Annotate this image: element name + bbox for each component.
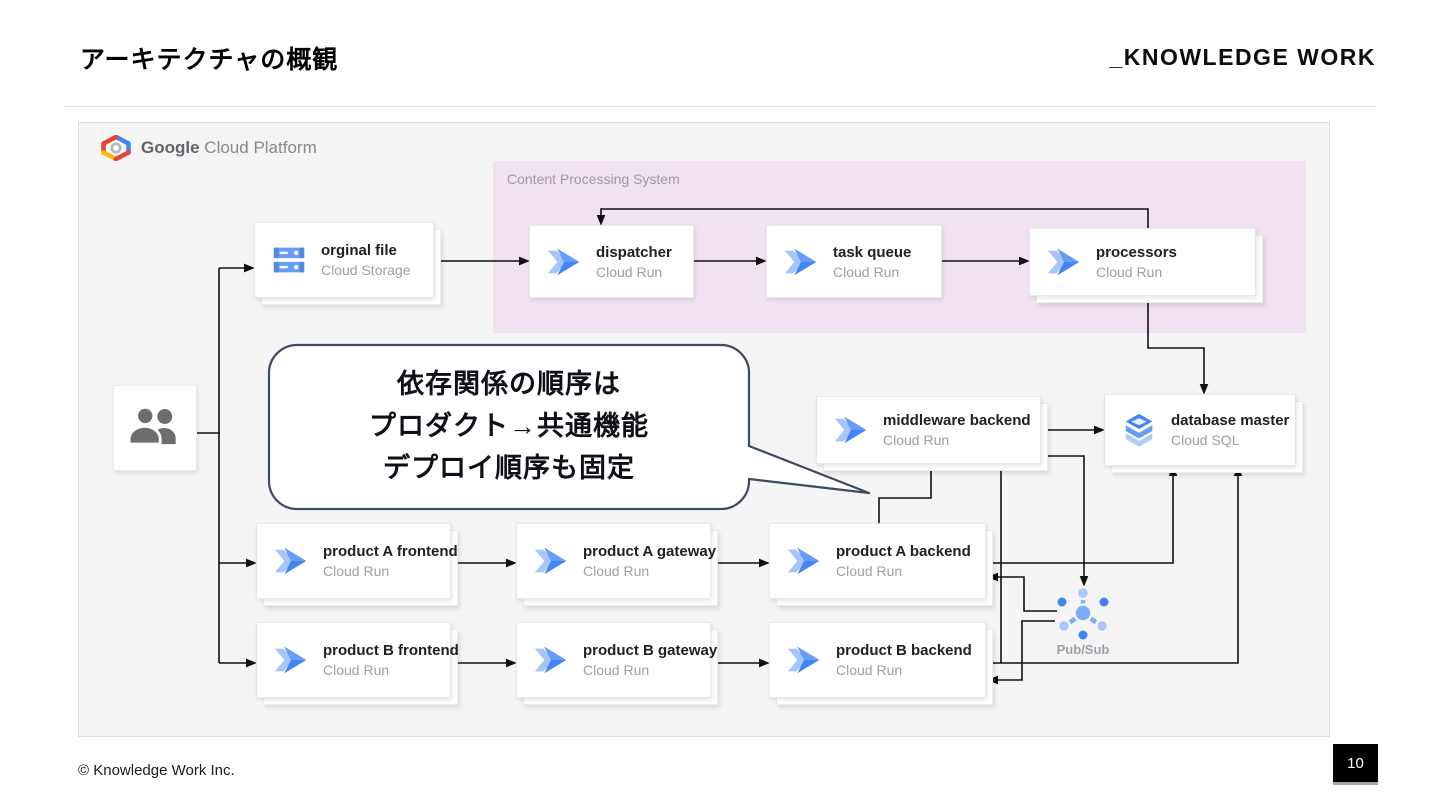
page-title: アーキテクチャの概観 <box>80 46 339 74</box>
node-product-a-backend: product A backend Cloud Run <box>769 523 993 606</box>
node-processors: processors Cloud Run <box>1029 228 1263 303</box>
node-subtitle: Cloud Run <box>833 263 900 280</box>
node-title: product A frontend <box>323 543 458 560</box>
node-pubsub: Pub/Sub <box>1051 585 1115 657</box>
knowledge-work-logo: _KNOWLEDGE WORK <box>1109 44 1376 70</box>
page-number-badge: 10 <box>1333 744 1378 785</box>
pubsub-label: Pub/Sub <box>1056 642 1110 657</box>
cloud-run-icon <box>272 641 310 679</box>
node-title: processors <box>1096 244 1177 261</box>
node-product-b-frontend: product B frontend Cloud Run <box>256 622 459 705</box>
node-task-queue: task queue Cloud Run <box>766 225 942 298</box>
node-dispatcher: dispatcher Cloud Run <box>529 225 694 298</box>
node-users <box>113 385 197 471</box>
cloud-run-icon <box>545 243 583 281</box>
cloud-run-icon <box>1045 243 1083 281</box>
node-title: product B backend <box>836 642 972 659</box>
cloud-run-icon <box>782 243 820 281</box>
gcp-logo-text-rest: Cloud Platform <box>204 138 317 157</box>
node-subtitle: Cloud Run <box>596 263 663 280</box>
gcp-logo-icon <box>101 135 131 161</box>
node-title: middleware backend <box>883 412 1031 429</box>
cloud-run-icon <box>785 542 823 580</box>
title-divider <box>64 106 1376 107</box>
node-subtitle: Cloud Run <box>583 662 650 678</box>
gcp-header: Google Cloud Platform <box>101 135 317 161</box>
node-title: product A backend <box>836 543 971 560</box>
cloud-run-icon <box>532 542 570 580</box>
cloud-storage-icon <box>270 241 308 279</box>
cloud-sql-icon <box>1120 411 1158 449</box>
cloud-run-icon <box>785 641 823 679</box>
node-title: database master <box>1171 412 1290 429</box>
speech-bubble-line: デプロイ順序も固定 <box>383 453 635 483</box>
speech-bubble-line: プロダクト→共通機能 <box>369 411 649 441</box>
pubsub-icon <box>1055 585 1111 641</box>
node-original-file: orginal file Cloud Storage <box>254 222 441 305</box>
node-subtitle: Cloud Run <box>836 563 903 579</box>
node-title: orginal file <box>321 242 397 259</box>
node-subtitle: Cloud Storage <box>321 262 411 278</box>
node-product-b-gateway: product B gateway Cloud Run <box>516 622 718 705</box>
speech-bubble-text: 依存関係の順序は プロダクト→共通機能 デプロイ順序も固定 <box>269 363 749 489</box>
node-subtitle: Cloud Run <box>323 563 390 579</box>
node-subtitle: Cloud Run <box>323 662 390 678</box>
speech-bubble-line: 依存関係の順序は <box>397 369 621 399</box>
node-subtitle: Cloud Run <box>836 662 903 678</box>
node-subtitle: Cloud Run <box>583 563 650 579</box>
node-title: dispatcher <box>596 243 672 261</box>
node-database-master: database master Cloud SQL <box>1104 394 1303 473</box>
node-subtitle: Cloud SQL <box>1171 432 1240 448</box>
node-subtitle: Cloud Run <box>883 432 950 448</box>
node-title: task queue <box>833 243 912 261</box>
gcp-logo-text: Google Cloud Platform <box>141 138 317 158</box>
node-title: product A gateway <box>583 543 717 560</box>
architecture-diagram: Google Cloud Platform Content Processing… <box>78 122 1330 737</box>
copyright-text: © Knowledge Work Inc. <box>78 762 235 779</box>
node-product-a-gateway: product A gateway Cloud Run <box>516 523 718 606</box>
node-product-b-backend: product B backend Cloud Run <box>769 622 993 705</box>
node-middleware-backend: middleware backend Cloud Run <box>816 396 1048 471</box>
content-processing-system-label: Content Processing System <box>507 171 680 187</box>
node-title: product B frontend <box>323 642 459 659</box>
cloud-run-icon <box>532 641 570 679</box>
users-icon <box>127 405 183 451</box>
gcp-logo-text-bold: Google <box>141 138 200 157</box>
cloud-run-icon <box>832 411 870 449</box>
node-subtitle: Cloud Run <box>1096 264 1163 280</box>
cloud-run-icon <box>272 542 310 580</box>
node-title: product B gateway <box>583 642 718 659</box>
node-product-a-frontend: product A frontend Cloud Run <box>256 523 458 606</box>
